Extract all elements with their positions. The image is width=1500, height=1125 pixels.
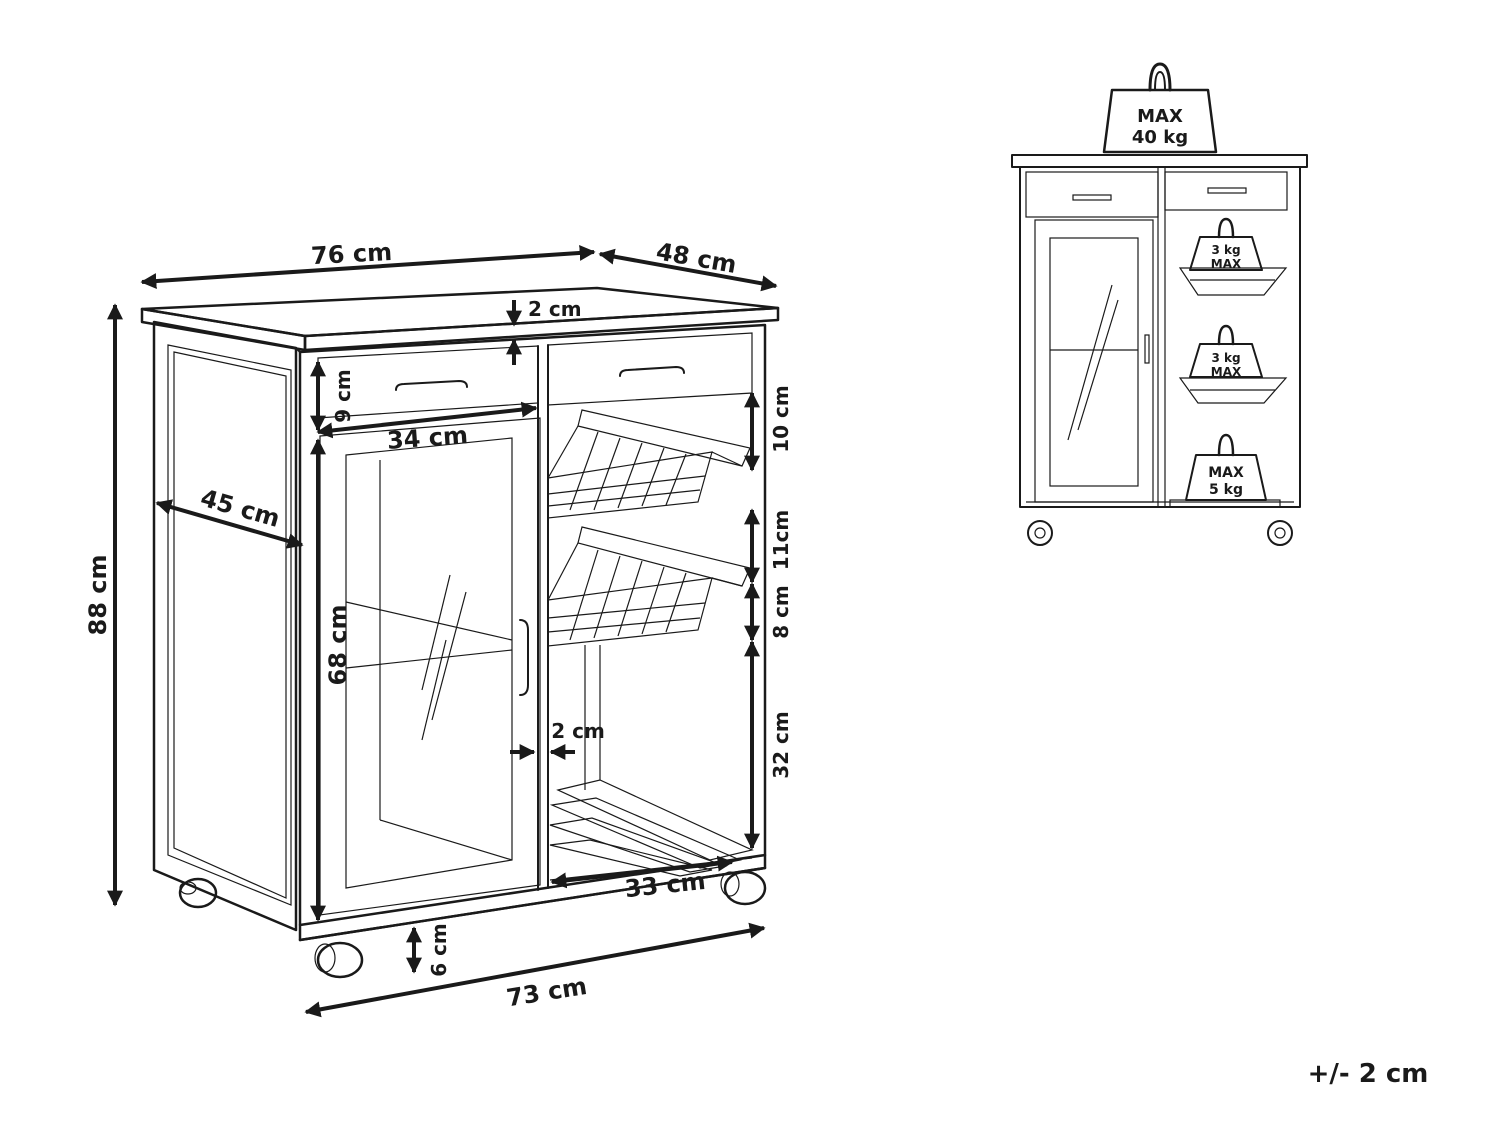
label-width-bottom: 73 cm: [505, 972, 589, 1012]
basket1-weight-label: 3 kg: [1211, 243, 1240, 257]
dimension-arrows: [107, 244, 778, 1018]
label-top-thickness: 2 cm: [528, 297, 582, 321]
tolerance-note: +/- 2 cm: [1308, 1059, 1429, 1089]
door-handle: [519, 619, 529, 696]
bottom-rack: [549, 645, 754, 881]
top-max-label: MAX: [1137, 106, 1183, 127]
main-cart-drawing: [140, 286, 780, 979]
basket2-max-label: MAX: [1211, 365, 1242, 379]
drawer-handle-right: [619, 366, 685, 377]
basket1-max-label: MAX: [1211, 257, 1242, 271]
rack-max-label: MAX: [1208, 465, 1244, 481]
label-divider: 2 cm: [551, 719, 605, 743]
label-cabinet-height: 68 cm: [324, 605, 352, 686]
dimension-labels: 76 cm 48 cm 2 cm 9 cm 34 cm 45 cm 88 cm …: [84, 237, 793, 1012]
top-weight-label: 40 kg: [1132, 127, 1188, 148]
weight-icon-basket-2: 3 kg MAX: [1189, 324, 1263, 379]
label-width-top: 76 cm: [310, 238, 392, 270]
label-drawer-height: 9 cm: [331, 369, 355, 423]
label-total-height: 88 cm: [84, 555, 112, 636]
label-basket-height: 8 cm: [769, 585, 793, 639]
label-basket-gap-mid: 11cm: [769, 510, 793, 571]
weight-icon-basket-1: 3 kg MAX: [1189, 217, 1263, 271]
load-capacity-drawing: MAX 40 kg 3 kg MAX: [1011, 62, 1308, 546]
drawer-handle-left: [395, 380, 468, 391]
label-bottom-space: 32 cm: [769, 711, 793, 779]
wire-basket-lower: [547, 526, 751, 647]
weight-icon-rack: MAX 5 kg: [1185, 433, 1267, 501]
rack-weight-label: 5 kg: [1209, 482, 1243, 498]
weight-icon-top: MAX 40 kg: [1102, 62, 1218, 154]
label-drawer-width: 34 cm: [386, 421, 469, 455]
label-basket-gap-top: 10 cm: [769, 385, 793, 453]
basket2-weight-label: 3 kg: [1211, 351, 1240, 365]
label-wheel-height: 6 cm: [427, 923, 451, 977]
wire-basket-upper: [547, 409, 751, 519]
